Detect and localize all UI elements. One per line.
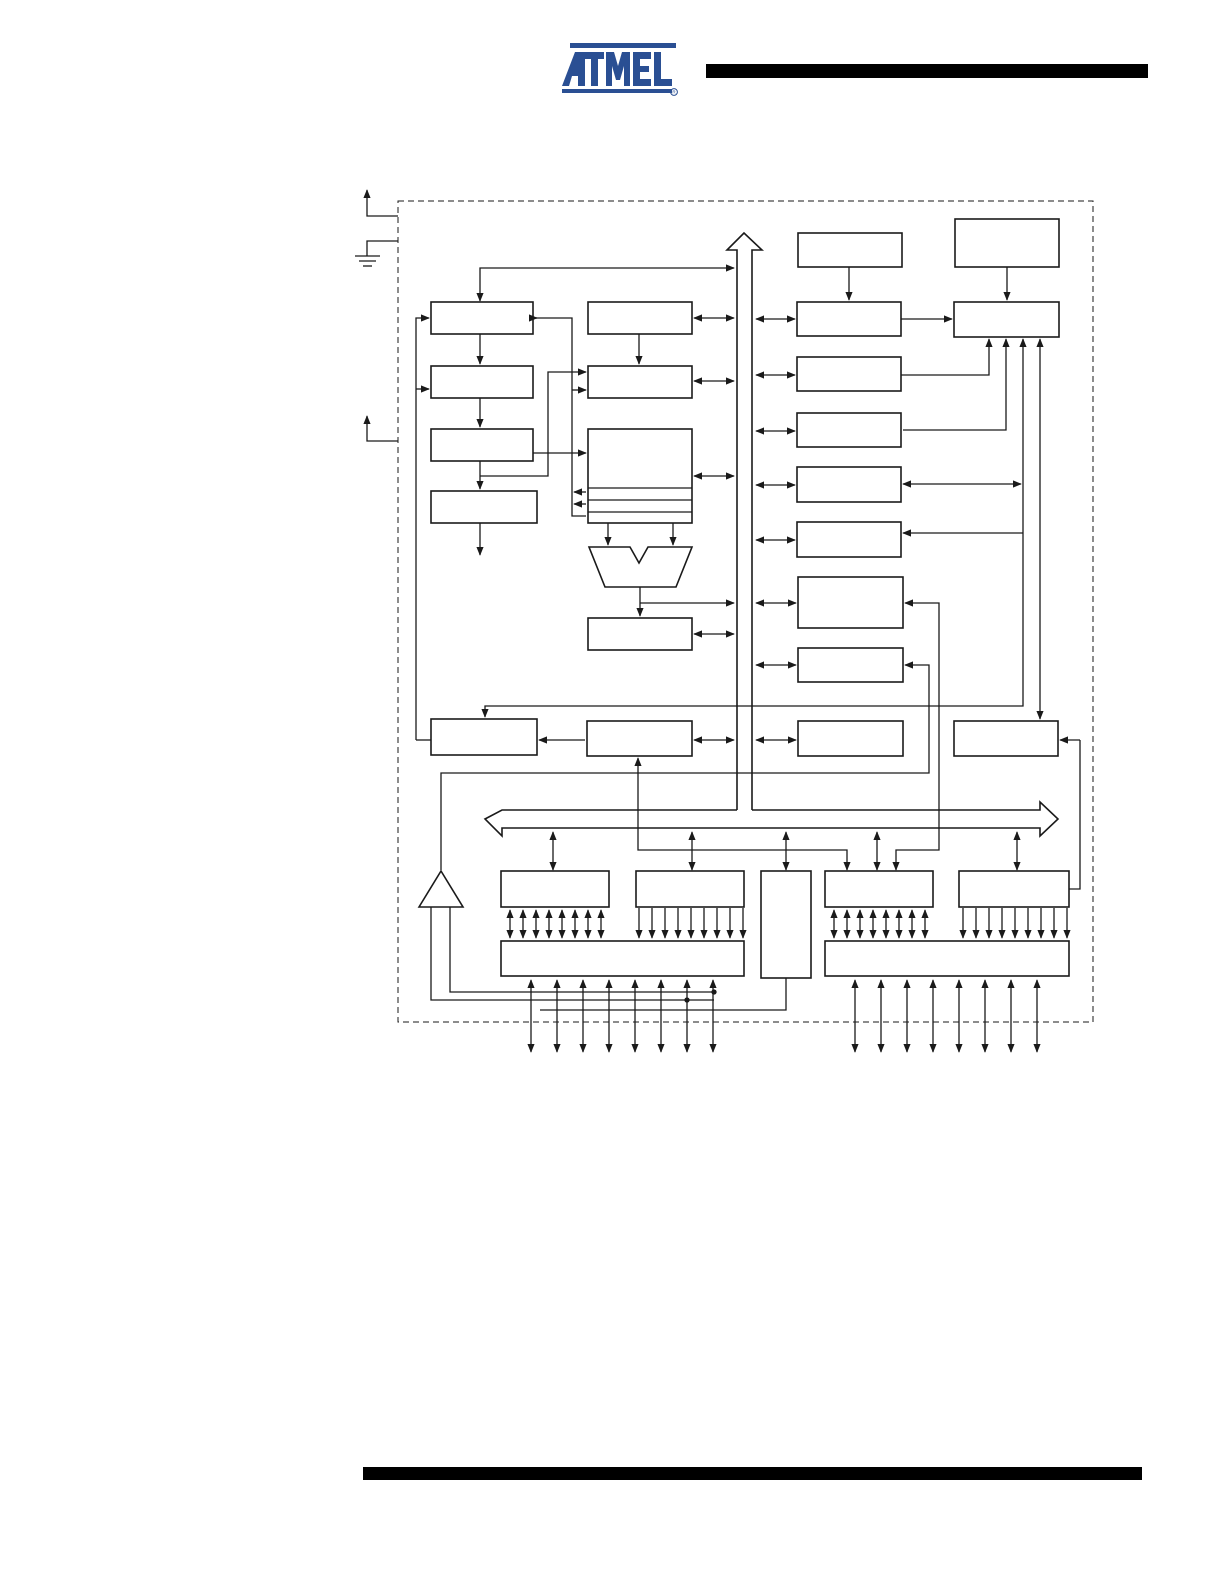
- logo-text: ATMEL: [560, 42, 561, 43]
- port-d-direction-register-block: [958, 870, 1070, 908]
- timer-counter-1-block: [796, 412, 902, 448]
- timer-oscillator-block: [797, 232, 903, 268]
- horizontal-data-bus: [483, 800, 1060, 838]
- port-d-drivers-block: [824, 940, 1070, 977]
- uart-block: [797, 720, 904, 757]
- port-b-drivers-block: [500, 940, 745, 977]
- timer-counter-0-block: [796, 356, 902, 392]
- crystal-oscillator-block: [954, 218, 1060, 268]
- vertical-data-bus: [725, 231, 765, 810]
- instruction-decoder-block: [430, 490, 538, 524]
- general-purpose-registers-block: [587, 428, 693, 524]
- interrupt-unit-block: [586, 720, 693, 757]
- program-counter-block: [430, 301, 534, 335]
- instruction-register-block: [430, 428, 534, 462]
- atmel-logo-mark: R: [562, 43, 678, 96]
- status-register-block: [587, 617, 693, 651]
- eeprom-block: [796, 521, 902, 558]
- alu-block: [587, 546, 694, 588]
- flash-program-memory-block: [430, 365, 534, 399]
- vcc-symbol: [363, 189, 398, 217]
- ground-symbol: [355, 240, 398, 267]
- timing-control-block: [953, 301, 1060, 338]
- analog-comparator-symbol: [417, 869, 465, 908]
- svg-text:R: R: [672, 90, 676, 95]
- analog-comparator-block: [797, 647, 904, 683]
- header-rule: [706, 64, 1148, 78]
- port-b-data-register-block: [500, 870, 610, 908]
- programming-logic-block: [953, 720, 1059, 757]
- footer-rule: [363, 1467, 1142, 1480]
- port-d-data-register-block: [824, 870, 934, 908]
- reset-symbol: [363, 415, 398, 442]
- chip-boundary: [397, 200, 1094, 1023]
- serial-peripheral-interface-block: [797, 576, 904, 629]
- atmel-logo: R ATMEL: [560, 42, 682, 100]
- port-lines: [506, 908, 1071, 1053]
- port-b-direction-register-block: [635, 870, 745, 908]
- watchdog-block: [430, 718, 538, 756]
- internal-reference-block: [760, 870, 812, 979]
- stack-pointer-block: [587, 301, 693, 335]
- mcu-control-register-block: [796, 301, 902, 337]
- interrupt-flags-block: [796, 466, 902, 503]
- sram-block: [587, 365, 693, 399]
